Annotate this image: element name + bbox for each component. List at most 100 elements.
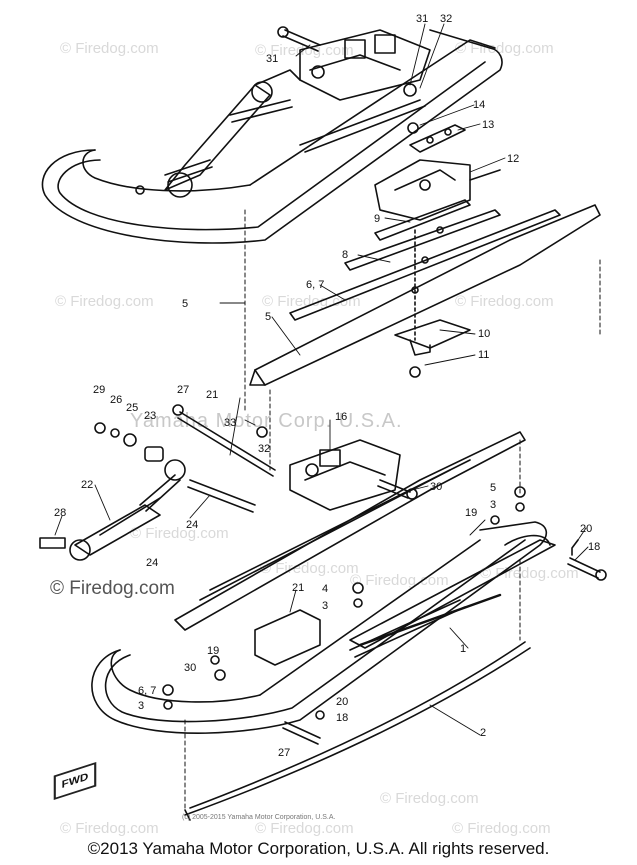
clamp-12 <box>394 319 471 356</box>
watermark: © Firedog.com <box>480 565 579 582</box>
nut-4 <box>352 582 364 594</box>
callout: 6, 7 <box>138 685 156 697</box>
watermark: © Firedog.com <box>350 572 449 589</box>
callout: 22 <box>81 479 93 491</box>
collar-26 <box>123 433 137 447</box>
callout: 3 <box>322 600 328 612</box>
nut-13 <box>409 366 421 378</box>
watermark: © Firedog.com <box>130 525 229 542</box>
drawing-copyright: (c) 2005-2015 Yamaha Motor Corporation, … <box>182 814 336 821</box>
washer-27 <box>110 428 120 438</box>
callout: 2 <box>480 727 486 739</box>
callout: 4 <box>322 583 328 595</box>
callout: 27 <box>177 384 189 396</box>
callout: 21 <box>292 582 304 594</box>
callout: 1 <box>460 643 466 655</box>
bolt-31-lower <box>377 479 418 500</box>
footer-copyright: ©2013 Yamaha Motor Corporation, U.S.A. A… <box>87 839 550 858</box>
spindle-bracket-14 <box>374 159 501 221</box>
pin-29 <box>39 537 66 549</box>
callout: 24 <box>146 557 158 569</box>
callout: 3 <box>490 499 496 511</box>
featured-watermark: © Firedog.com <box>50 578 175 599</box>
watermark: © Firedog.com <box>380 790 479 807</box>
runner-2 <box>184 641 531 821</box>
callout: 32 <box>440 13 452 25</box>
callout: 29 <box>93 384 105 396</box>
callout: 25 <box>126 402 138 414</box>
washer-18-left <box>315 710 325 720</box>
washer-27-right <box>172 404 184 416</box>
callout: 28 <box>54 507 66 519</box>
wear-rod-1 <box>358 593 502 647</box>
upper-ski <box>41 29 503 244</box>
watermark: © Firedog.com <box>60 40 159 57</box>
bolt-31-upper <box>277 26 321 52</box>
callout: 30 <box>430 481 442 493</box>
bolt-23 <box>177 411 276 477</box>
callout: 31 <box>266 53 278 65</box>
callout: 18 <box>336 712 348 724</box>
callout: 21 <box>206 389 218 401</box>
callout: 24 <box>186 519 198 531</box>
callout: 9 <box>374 213 380 225</box>
watermark: © Firedog.com <box>60 820 159 837</box>
callout: 20 <box>580 523 592 535</box>
washer-3-left <box>163 700 173 710</box>
callout: 23 <box>144 410 156 422</box>
callout: 26 <box>110 394 122 406</box>
washer-19-left <box>210 655 220 665</box>
leaf-spring-stack <box>249 199 601 386</box>
washer-3-center <box>353 598 363 608</box>
nut-30 <box>94 422 106 434</box>
callout: 6, 7 <box>306 279 324 291</box>
callout: 30 <box>184 662 196 674</box>
watermark: © Firedog.com <box>255 820 354 837</box>
callout: 14 <box>473 99 485 111</box>
shaft-25 <box>187 479 256 513</box>
callout: 13 <box>482 119 494 131</box>
callout: 19 <box>207 645 219 657</box>
watermark: © Firedog.com <box>455 293 554 310</box>
watermark: © Firedog.com <box>262 293 361 310</box>
bushing-24 <box>144 446 164 462</box>
callout: 27 <box>278 747 290 759</box>
callout: 5 <box>182 298 188 310</box>
callout: 5 <box>265 311 271 323</box>
bolt-18-right <box>567 557 607 581</box>
nut-30-left <box>214 669 226 681</box>
callout: 3 <box>138 700 144 712</box>
callout: 18 <box>588 541 600 553</box>
watermark: © Firedog.com <box>452 820 551 837</box>
trademark-watermark: Yamaha Motor Corp. U.S.A. <box>130 410 403 432</box>
alignment-lines <box>184 389 521 811</box>
washer-19-right <box>490 515 500 525</box>
callout: 8 <box>342 249 348 261</box>
watermark: © Firedog.com <box>255 42 354 59</box>
callout-numbers: 31 31 32 14 13 12 9 8 6, 7 5 5 10 11 29 … <box>54 13 600 759</box>
cotter-pin-20-right <box>571 539 579 556</box>
watermark: © Firedog.com <box>55 293 154 310</box>
nut-32-lower <box>256 426 268 438</box>
callout: 20 <box>336 696 348 708</box>
callout: 33 <box>224 417 236 429</box>
callout: 11 <box>478 349 489 361</box>
callout: 31 <box>416 13 428 25</box>
callout: 5 <box>490 482 496 494</box>
callout: 16 <box>335 411 347 423</box>
washer-3-right <box>515 502 525 512</box>
callout: 12 <box>507 153 519 165</box>
callout: 10 <box>478 328 490 340</box>
leader-lines <box>54 23 589 736</box>
nut-5-right <box>514 486 526 498</box>
nut-16 <box>407 122 419 134</box>
callout: 32 <box>258 443 270 455</box>
nut-5-left <box>162 684 174 696</box>
callout: 19 <box>465 507 477 519</box>
bracket-21 <box>254 609 321 666</box>
plate-15 <box>409 124 466 153</box>
bolt-28 <box>282 721 321 745</box>
shock-22 <box>69 459 186 561</box>
